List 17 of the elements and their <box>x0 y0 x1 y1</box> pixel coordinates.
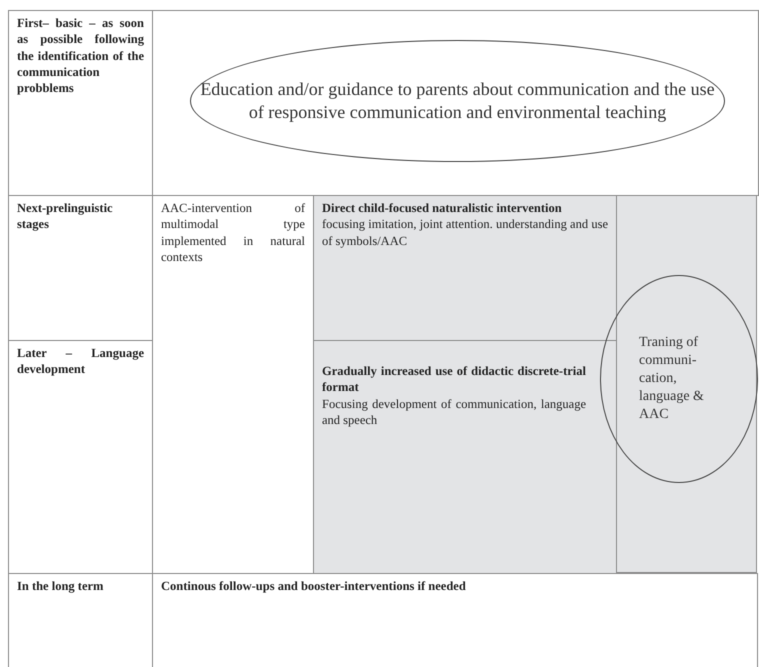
cell-text: AAC-intervention of multimodal type implemented in natural contexts <box>161 200 305 265</box>
ellipse-text: Traning of communi-cation, language & AAC <box>639 334 705 424</box>
cell-text: focusing imitation, joint attention. understanding and use of symbols/AAC <box>322 216 608 249</box>
cell-text: Later – Language development <box>17 345 144 378</box>
ellipse-node <box>190 40 725 162</box>
cell-text: In the long term <box>17 578 104 594</box>
cell-text: Focusing development of communication, language and speech <box>322 396 586 428</box>
cell-heading: Gradually increased use of didactic discrete-trial format <box>322 363 586 396</box>
shaded-table-cell <box>313 340 617 574</box>
shaded-table-cell <box>313 195 617 341</box>
cell-text: Next-prelinguistic stages <box>17 200 114 232</box>
ellipse-text: Education and/or guidance to parents about communication and the use of responsive communication and environmental teaching <box>199 78 716 124</box>
table-cell <box>8 10 153 196</box>
cell-text: Continous follow-ups and booster-interventions if needed <box>161 578 467 594</box>
ellipse-node <box>600 275 758 483</box>
cell-heading: Direct child-focused naturalistic intervention <box>322 200 563 216</box>
cell-text: First– basic – as soon as possible following the identification of the communication probblems <box>17 15 144 96</box>
